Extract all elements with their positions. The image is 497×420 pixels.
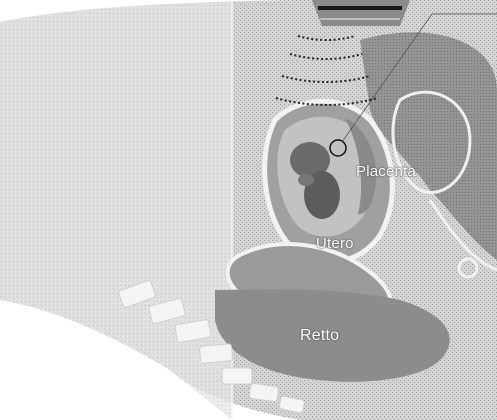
rectum-label: Retto — [300, 327, 339, 345]
placenta-label: Placenta — [356, 163, 416, 180]
uterus-label: Utero — [316, 235, 354, 252]
ultrasound-probe-icon — [312, 0, 410, 26]
left-body-region — [0, 2, 232, 420]
